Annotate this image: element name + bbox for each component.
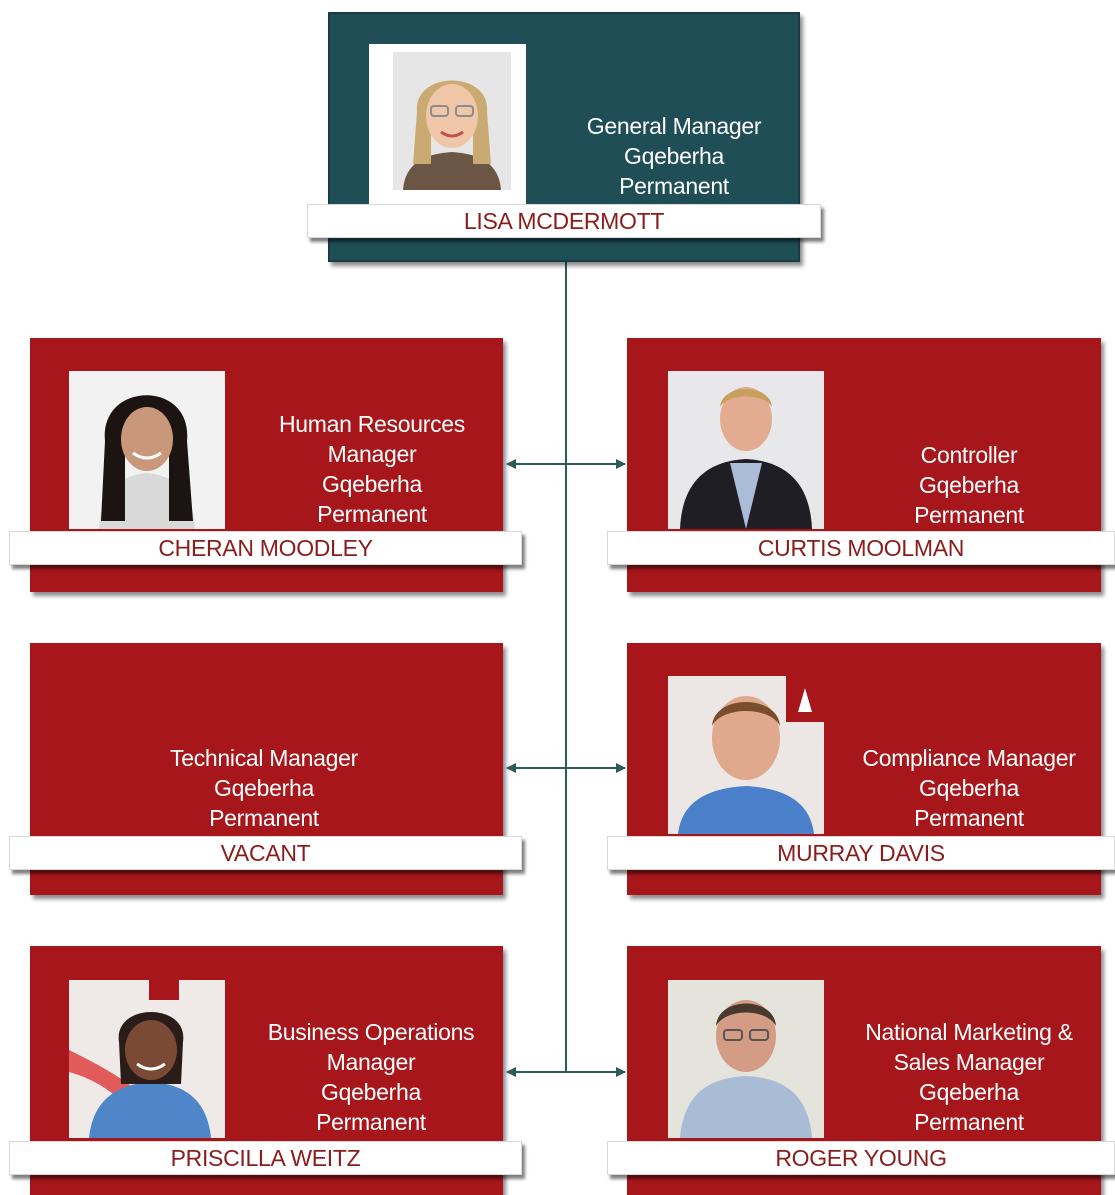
title-block-technical: Technical Manager Gqeberha Permanent xyxy=(140,743,388,833)
photo-priscilla-weitz xyxy=(69,980,225,1138)
title-line: General Manager xyxy=(586,113,762,139)
photo-curtis-moolman xyxy=(668,371,824,529)
title-block-compliance: Compliance Manager Gqeberha Permanent xyxy=(838,743,1100,833)
title-line: Sales Manager xyxy=(893,1049,1045,1075)
title-block-bizops: Business Operations Manager Gqeberha Per… xyxy=(248,1017,494,1137)
title-line: Gqeberha xyxy=(919,1079,1019,1105)
title-line: Manager xyxy=(327,441,417,467)
photo-cheran-moodley xyxy=(69,371,225,529)
title-line: Gqeberha xyxy=(624,143,724,169)
title-line: Gqeberha xyxy=(919,472,1019,498)
photo-murray-davis xyxy=(668,676,824,834)
title-block-marketing: National Marketing & Sales Manager Gqebe… xyxy=(844,1017,1094,1137)
title-line: Permanent xyxy=(317,501,427,527)
photo-lisa-mcdermott xyxy=(393,52,511,190)
title-line: Gqeberha xyxy=(214,775,314,801)
title-line: Human Resources xyxy=(279,411,465,437)
title-block-gm: General Manager Gqeberha Permanent xyxy=(560,111,788,201)
name-bar-hr: CHERAN MOODLEY xyxy=(9,531,522,565)
name-bar-bizops: PRISCILLA WEITZ xyxy=(9,1141,522,1175)
title-line: Gqeberha xyxy=(321,1079,421,1105)
title-line: Technical Manager xyxy=(170,745,358,771)
title-line: Manager xyxy=(326,1049,416,1075)
title-line: Gqeberha xyxy=(919,775,1019,801)
title-line: Business Operations xyxy=(267,1019,475,1045)
title-line: Permanent xyxy=(316,1109,426,1135)
name-bar-controller: CURTIS MOOLMAN xyxy=(607,531,1115,565)
title-line: Permanent xyxy=(914,502,1024,528)
title-line: Permanent xyxy=(914,1109,1024,1135)
title-line: Controller xyxy=(920,442,1018,468)
name-bar-compliance: MURRAY DAVIS xyxy=(607,836,1115,870)
photo-roger-young xyxy=(668,980,824,1138)
title-line: Permanent xyxy=(209,805,319,831)
title-line: Gqeberha xyxy=(322,471,422,497)
title-line: Permanent xyxy=(619,173,729,199)
title-line: Compliance Manager xyxy=(862,745,1076,771)
title-line: National Marketing & xyxy=(865,1019,1073,1045)
title-block-hr: Human Resources Manager Gqeberha Permane… xyxy=(252,409,492,529)
name-bar-gm: LISA MCDERMOTT xyxy=(307,204,821,238)
name-bar-marketing: ROGER YOUNG xyxy=(607,1141,1115,1175)
name-bar-technical: VACANT xyxy=(9,836,522,870)
title-block-controller: Controller Gqeberha Permanent xyxy=(850,440,1088,530)
title-line: Permanent xyxy=(914,805,1024,831)
